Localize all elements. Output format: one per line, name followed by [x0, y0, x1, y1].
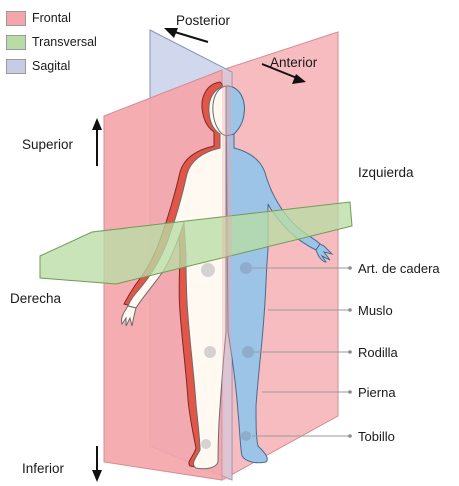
label-posterior: Posterior [176, 14, 230, 28]
hip-joint-marker-left [240, 262, 252, 274]
legend-swatch-frontal [6, 11, 26, 26]
legend-label-transversal: Transversal [32, 35, 97, 49]
posterior-arrow [164, 28, 208, 42]
legend-item-frontal: Frontal [6, 6, 97, 30]
ankle-marker [201, 439, 211, 449]
legend-label-sagital: Sagital [32, 59, 70, 73]
leader-dot-pierna [348, 390, 352, 394]
label-izquierda: Izquierda [358, 166, 414, 180]
label-anterior: Anterior [270, 56, 317, 70]
legend: Frontal Transversal Sagital [6, 6, 97, 78]
inferior-arrow [92, 446, 102, 482]
legend-item-transversal: Transversal [6, 30, 97, 54]
leader-dot-rodilla [348, 350, 352, 354]
legend-swatch-transversal [6, 35, 26, 50]
knee-marker [204, 346, 216, 358]
leader-dot-cadera [348, 266, 352, 270]
legend-swatch-sagital [6, 59, 26, 74]
label-inferior: Inferior [22, 462, 64, 476]
hip-joint-marker [201, 263, 215, 277]
label-art-cadera: Art. de cadera [358, 262, 440, 275]
label-pierna: Pierna [358, 386, 396, 399]
superior-arrow [92, 118, 102, 166]
label-rodilla: Rodilla [358, 346, 398, 359]
knee-marker-left [242, 346, 254, 358]
label-derecha: Derecha [10, 292, 61, 306]
legend-item-sagital: Sagital [6, 54, 97, 78]
ankle-marker-left [241, 431, 251, 441]
leader-dot-tobillo [348, 434, 352, 438]
label-muslo: Muslo [358, 304, 393, 317]
legend-label-frontal: Frontal [32, 11, 71, 25]
label-superior: Superior [22, 138, 73, 152]
leader-dot-muslo [348, 308, 352, 312]
label-tobillo: Tobillo [358, 430, 395, 443]
frontal-plane-edge [222, 70, 232, 480]
